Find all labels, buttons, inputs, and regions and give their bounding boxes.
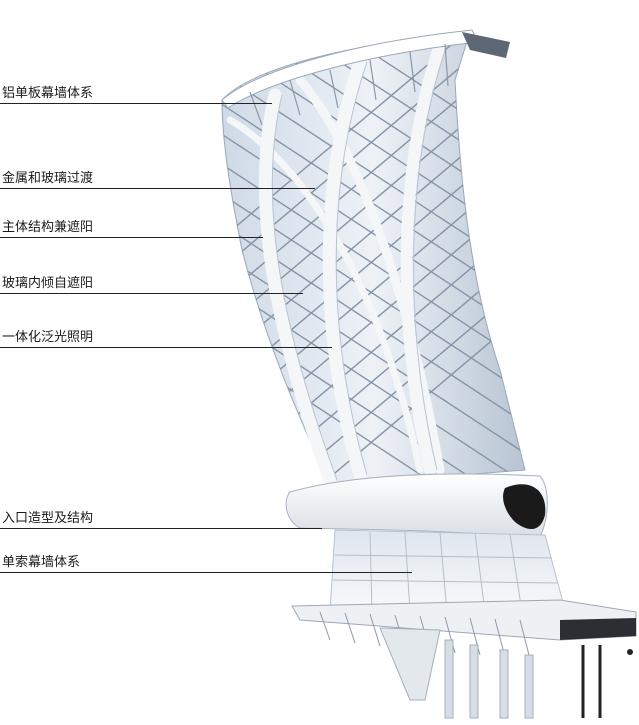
- leader-line: [0, 188, 315, 189]
- label-metal-glass-transition: 金属和玻璃过渡: [2, 171, 94, 186]
- lower-glass: [329, 529, 566, 613]
- base-edge: [560, 618, 636, 640]
- label-inclined-glass-shading: 玻璃内倾自遮阳: [2, 276, 94, 291]
- label-structure-shading: 主体结构兼遮阳: [2, 220, 94, 235]
- rib-shadows: [271, 44, 448, 481]
- label-aluminum-curtain-wall: 铝单板幕墙体系: [2, 86, 94, 101]
- leader-line: [0, 347, 332, 348]
- leader-line: [0, 572, 412, 573]
- label-cable-curtain-wall: 单索幕墙体系: [2, 555, 81, 570]
- structural-ribs: [226, 39, 446, 487]
- support-cone: [379, 627, 441, 701]
- canopy-opening: [503, 484, 546, 530]
- rod-end-cap: [627, 649, 633, 655]
- lower-rods: [581, 645, 602, 718]
- top-louvers: [249, 43, 449, 126]
- lower-mullions: [444, 639, 534, 719]
- leader-line: [0, 293, 303, 294]
- leader-line: [0, 103, 272, 104]
- label-entrance-structure: 入口造型及结构: [2, 511, 94, 526]
- leader-line: [0, 237, 263, 238]
- label-integrated-floodlighting: 一体化泛光照明: [2, 330, 94, 345]
- top-bracket: [462, 32, 510, 58]
- leader-line: [0, 528, 322, 529]
